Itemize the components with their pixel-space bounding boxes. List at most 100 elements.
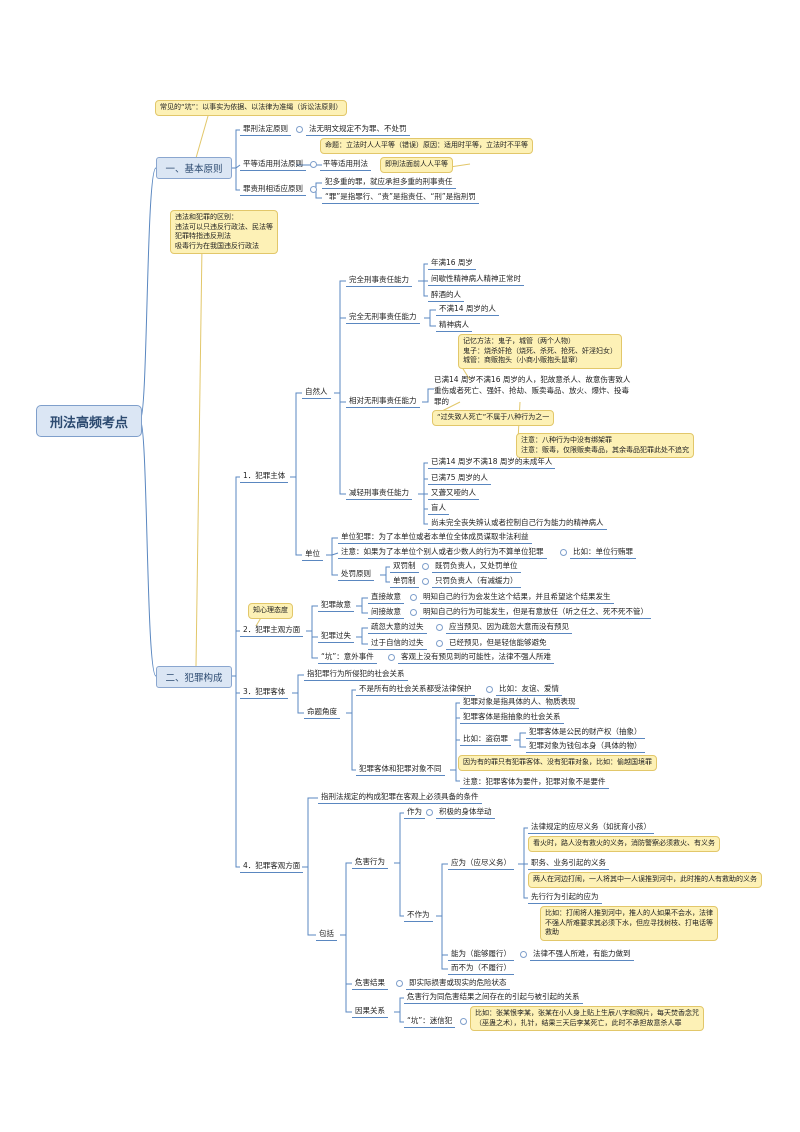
- object-title: 3．犯罪客体: [240, 687, 289, 699]
- note-common-trap: 常见的“坑”：以事实为依据、以法律为准绳（诉讼法原则）: [155, 100, 348, 116]
- duty-note-2: 两人在河边打闹，一人将其中一人误推到河中，此时推的人有救助的义务: [528, 872, 762, 888]
- direct-intent-text: 明知自己的行为会发生这个结果，并且希望这个结果发生: [420, 592, 614, 604]
- branch-basic-principles: 一、基本原则: [156, 157, 232, 179]
- collapse-dot: [422, 578, 429, 585]
- unit-crime: 单位犯罪：为了本单位或者本单位全体成员谋取非法利益: [338, 532, 532, 544]
- full-item-2: 醉酒的人: [428, 290, 464, 302]
- no-capacity: 完全无刑事责任能力: [346, 312, 420, 324]
- not-do: 而不为（不履行）: [448, 963, 514, 975]
- duty-note-3: 比如：打闹将人推到河中，推人的人如果不会水，法律 不强人所难要求其必须下水，但应…: [540, 906, 718, 941]
- root-node: 刑法高频考点: [36, 405, 142, 437]
- collapse-dot: [310, 161, 317, 168]
- equality-note-2: 即刑法面前人人平等: [380, 157, 453, 173]
- able-text: 法律不强人所难，有能力做到: [530, 949, 634, 961]
- duty: 应为（应尽义务）: [448, 858, 514, 870]
- indirect-intent-text: 明知自己的行为可能发生，但是有意放任（听之任之、死不死不管）: [420, 607, 651, 619]
- relative-note-1: “过失致人死亡”不属于八种行为之一: [432, 410, 555, 426]
- careless-negligence: 疏忽大意的过失: [368, 622, 427, 634]
- theft-2: 犯罪对象为钱包本身（具体的物）: [526, 741, 645, 753]
- duty-note-1: 看火时，路人没有救火的义务，消防警察必须救火、有义务: [528, 836, 720, 852]
- proportion-2: “罪”是指罪行、“责”是指责任、“刑”是指刑罚: [322, 192, 479, 204]
- negligence: 犯罪过失: [318, 631, 354, 643]
- diff-note: 因为有的罪只有犯罪客体、没有犯罪对象，比如：偷越国境罪: [458, 755, 657, 771]
- causal-def: 危害行为同危害结果之间存在的引起与被引起的关系: [404, 992, 583, 1004]
- object-def: 指犯罪行为所侵犯的社会关系: [304, 669, 408, 681]
- duty-3: 先行行为引起的应为: [528, 892, 602, 904]
- object-vs-target: 犯罪客体和犯罪对象不同: [356, 764, 445, 776]
- collapse-dot: [436, 624, 443, 631]
- collapse-dot: [422, 563, 429, 570]
- memory-note: 记忆方法：鬼子，城管（两个人物） 鬼子：烧杀奸抢（烧死、杀死、抢死、奸淫妇女） …: [458, 334, 622, 369]
- none-item-0: 不满14 周岁的人: [436, 304, 499, 316]
- note-violation-vs-crime: 违法和犯罪的区别： 违法可以只违反行政法、民法等 犯罪特指违反刑法 吸毒行为在我…: [170, 210, 278, 254]
- unit-example: 比如：单位行贿罪: [570, 547, 636, 559]
- full-item-0: 年满16 周岁: [428, 258, 476, 270]
- reduced-item-1: 已满75 周岁的人: [428, 473, 491, 485]
- reduced-item-0: 已满14 周岁不满18 周岁的未成年人: [428, 457, 556, 469]
- collapse-dot: [560, 549, 567, 556]
- not-all-example: 比如：友谊、爱情: [496, 684, 562, 696]
- collapse-dot: [520, 951, 527, 958]
- duty-2: 职务、业务引起的义务: [528, 858, 609, 870]
- single-penalty: 单罚制: [390, 576, 419, 588]
- collapse-dot: [296, 126, 303, 133]
- unit: 单位: [302, 549, 323, 561]
- subject-title: 1．犯罪主体: [240, 471, 289, 483]
- diff-2: 犯罪客体是指抽象的社会关系: [460, 712, 564, 724]
- objective-title: 4．犯罪客观方面: [240, 861, 304, 873]
- proportion-1: 犯多重的罪，就应承担多重的刑事责任: [322, 177, 456, 189]
- reduced-capacity: 减轻刑事责任能力: [346, 488, 412, 500]
- full-capacity: 完全刑事责任能力: [346, 275, 412, 287]
- proposition-angle: 命题角度: [304, 707, 340, 719]
- collapse-dot: [410, 594, 417, 601]
- harmful-act: 危害行为: [352, 857, 388, 869]
- careless-text: 应当预见、因为疏忽大意而没有预见: [446, 622, 572, 634]
- confident-text: 已经预见，但是轻信能够避免: [446, 638, 550, 650]
- objective-def: 指刑法规定的构成犯罪在客观上必须具备的条件: [318, 792, 482, 804]
- able: 能为（能够履行）: [448, 949, 514, 961]
- superstition-note: 比如：张某恨李某，张某在小人身上贴上生辰八字和照片，每天焚香念咒 （巫蛊之术），…: [470, 1006, 704, 1031]
- theft-example: 比如：盗窃罪: [460, 734, 511, 746]
- collapse-dot: [310, 186, 317, 193]
- legality-text: 法无明文规定不为罪、不处罚: [306, 124, 410, 136]
- accident-label: “坑”：意外事件: [318, 652, 377, 664]
- collapse-dot: [388, 654, 395, 661]
- double-penalty: 双罚制: [390, 561, 419, 573]
- full-item-1: 间歇性精神病人精神正常时: [428, 274, 524, 286]
- causal: 因果关系: [352, 1006, 388, 1018]
- equality-sub: 平等适用刑法: [320, 159, 371, 171]
- diff-1: 犯罪对象是指具体的人、物质表现: [460, 697, 579, 709]
- reduced-item-4: 尚未完全丧失辨认或者控制自己行为能力的精神病人: [428, 518, 607, 530]
- mental-note: 知心理态度: [248, 603, 293, 619]
- natural-person: 自然人: [302, 387, 331, 399]
- equality-title: 平等适用刑法原则: [240, 159, 306, 171]
- reduced-item-3: 盲人: [428, 503, 449, 515]
- collapse-dot: [426, 809, 433, 816]
- direct-intent: 直接故意: [368, 592, 404, 604]
- relative-note-2: 注意：八种行为中没有绑架罪 注意：贩毒，仅限贩卖毒品，其余毒品犯罪此处不追究: [516, 433, 694, 458]
- mental-title: 2．犯罪主观方面: [240, 625, 304, 637]
- collapse-dot: [410, 609, 417, 616]
- intent: 犯罪故意: [318, 600, 354, 612]
- duty-1: 法律规定的应尽义务（如抚育小孩）: [528, 822, 654, 834]
- theft-1: 犯罪客体是公民的财产权（抽象）: [526, 727, 645, 739]
- indirect-intent: 间接故意: [368, 607, 404, 619]
- relative-text: 已满14 周岁不满16 周岁的人，犯故意杀人、故意伤害致人 重伤或者死亡、强奸、…: [434, 375, 631, 406]
- collapse-dot: [486, 686, 493, 693]
- diff-3: 注意：犯罪客体为要件，犯罪对象不是要件: [460, 777, 609, 789]
- omission: 不作为: [404, 910, 433, 922]
- act-text: 积极的身体举动: [436, 807, 495, 819]
- punish-principle: 处罚原则: [338, 569, 374, 581]
- collapse-dot: [460, 1018, 467, 1025]
- branch-crime-composition: 二、犯罪构成: [156, 666, 232, 688]
- reduced-item-2: 又聋又哑的人: [428, 488, 479, 500]
- proportion-title: 罪责刑相适应原则: [240, 184, 306, 196]
- equality-note-1: 命题：立法时人人平等（错误）原因：适用时平等，立法时不平等: [320, 138, 533, 154]
- double-text: 既罚负责人，又处罚单位: [432, 561, 521, 573]
- harmful-result: 危害结果: [352, 978, 388, 990]
- superstition: “坑”：迷信犯: [404, 1016, 456, 1028]
- include: 包括: [316, 929, 337, 941]
- relative-capacity: 相对无刑事责任能力: [346, 396, 420, 408]
